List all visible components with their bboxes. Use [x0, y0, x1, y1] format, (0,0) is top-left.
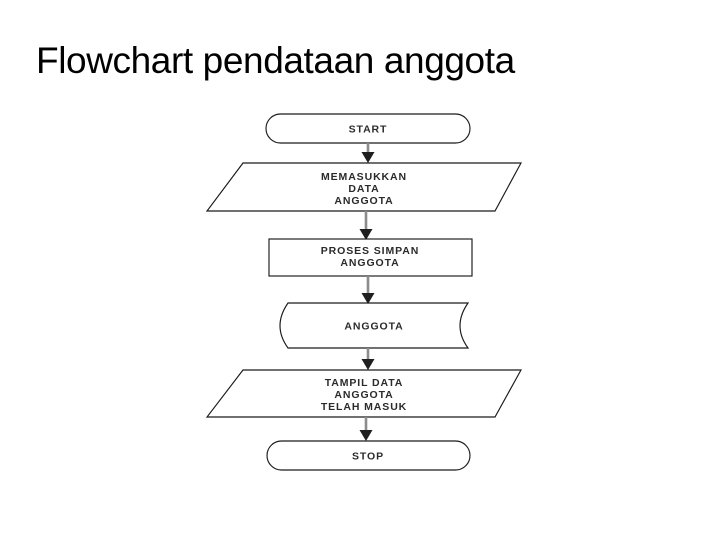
flow-node-proses-line-1: PROSES SIMPAN	[321, 245, 419, 257]
flow-node-tampil-line-2: ANGGOTA	[334, 389, 393, 401]
flow-edge-proses-to-anggota	[361, 276, 375, 304]
flow-edge-start-to-input	[361, 143, 375, 163]
flow-edge-input-to-proses	[359, 211, 373, 240]
flow-node-stop[interactable]: STOP	[266, 440, 471, 471]
flow-node-tampil-line-3: TELAH MASUK	[321, 401, 407, 413]
flow-node-stop-label: STOP	[352, 450, 384, 462]
flow-edge-tampil-to-stop	[359, 417, 373, 441]
flow-node-anggota-store[interactable]: ANGGOTA	[279, 302, 470, 349]
terminator-shape-stop	[266, 440, 471, 471]
flow-node-anggota-label: ANGGOTA	[344, 320, 403, 332]
flow-node-start-label: START	[349, 123, 388, 135]
flow-node-input-data-anggota[interactable]: MEMASUKKAN DATA ANGGOTA	[205, 162, 522, 212]
page-title: Flowchart pendataan anggota	[36, 40, 515, 81]
stored-data-shape-anggota	[279, 302, 470, 349]
flow-node-tampil-line-1: TAMPIL DATA	[325, 377, 404, 389]
flow-node-start[interactable]: START	[265, 113, 471, 144]
flow-edge-anggota-to-tampil	[361, 348, 375, 370]
flow-node-tampil-data[interactable]: TAMPIL DATA ANGGOTA TELAH MASUK	[205, 369, 522, 418]
flow-node-proses-simpan[interactable]: PROSES SIMPAN ANGGOTA	[268, 238, 473, 277]
flow-node-proses-line-2: ANGGOTA	[340, 257, 399, 269]
flow-node-input-line-2: DATA	[348, 183, 379, 195]
flow-node-input-line-3: ANGGOTA	[334, 195, 393, 207]
flow-node-input-line-1: MEMASUKKAN	[321, 171, 407, 183]
parallelogram-shape-input	[205, 162, 522, 212]
process-shape-proses-simpan	[268, 238, 473, 277]
parallelogram-shape-tampil	[205, 369, 522, 418]
